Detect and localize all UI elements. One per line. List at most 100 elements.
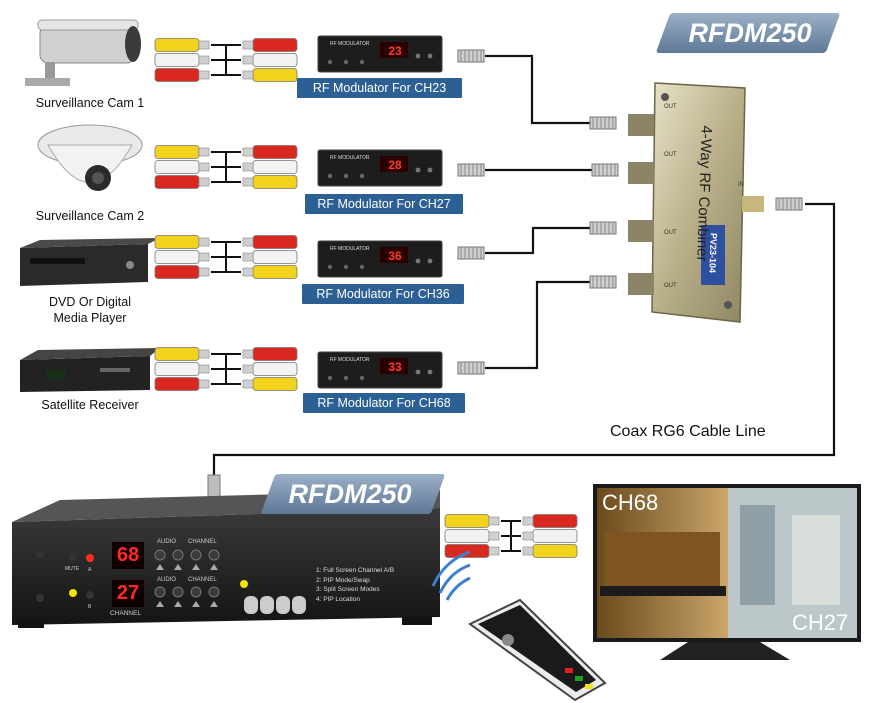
rca-plug-tip (242, 379, 254, 389)
coax-plug (457, 361, 485, 375)
rca-cable-to-tv (444, 514, 578, 558)
rca-plug-tip (488, 516, 500, 526)
receiver-arrow (192, 601, 200, 607)
coax-plug (457, 163, 485, 177)
receiver-arrow (174, 601, 182, 607)
coax-plug (457, 246, 485, 260)
receiver-button (208, 586, 220, 598)
modulator-label-ch27: RF Modulator For CH27 (305, 194, 463, 214)
receiver-button (154, 549, 166, 561)
rca-plug-tip (198, 237, 210, 247)
source-label-dvd: DVD Or Digital Media Player (49, 295, 131, 325)
modulator-label-ch23: RF Modulator For CH23 (297, 78, 462, 98)
modulator-display-panel (380, 42, 408, 58)
rca-plug (444, 529, 490, 543)
source-label-satellite: Satellite Receiver (41, 398, 139, 412)
badge-bottom: RFDM250 (288, 479, 412, 509)
receiver-arrow (174, 564, 182, 570)
rca-plug (444, 544, 490, 558)
receiver-display-b: 27 (116, 582, 140, 604)
modulator-button (415, 53, 421, 59)
rca-plug-tip (522, 531, 534, 541)
rca-plug-tip (198, 252, 210, 262)
rca-plug (154, 160, 200, 174)
satellite-receiver-icon (20, 348, 160, 392)
coax-lines (212, 54, 836, 475)
surveillance-cam-1-icon (25, 19, 141, 86)
receiver-button (172, 586, 184, 598)
receiver-arrow (210, 564, 218, 570)
rca-plug (444, 514, 490, 528)
receiver-audio-label-b: AUDIO (157, 577, 177, 583)
rca-plug (252, 38, 298, 52)
modulator-devices (317, 35, 443, 389)
rca-plug (154, 250, 200, 264)
receiver-button (154, 586, 166, 598)
rca-plug (252, 145, 298, 159)
rca-plug-tip (242, 237, 254, 247)
rca-plug-tip (522, 546, 534, 556)
receiver-mute-label: MUTE (65, 566, 80, 572)
modulator-knob (359, 264, 365, 270)
rca-plug-tip (198, 40, 210, 50)
rca-plug (154, 347, 200, 361)
receiver-menu-item-4: 4: PIP Location (316, 595, 360, 603)
rca-plug (532, 544, 578, 558)
modulator-knob (359, 173, 365, 179)
rca-plug-tip (522, 516, 534, 526)
modulator-label-ch68: RF Modulator For CH68 (303, 393, 465, 413)
rca-plug-tip (242, 147, 254, 157)
television-device (593, 484, 861, 660)
modulator-display-panel (380, 358, 408, 374)
modulator-display-1: 23 (388, 44, 402, 58)
rca-plug (252, 265, 298, 279)
modulator-button (427, 258, 433, 264)
rca-plug (154, 145, 200, 159)
remote-control-device (431, 550, 607, 702)
coax-plug (589, 116, 617, 130)
modulator-title-1: RF MODULATOR (330, 41, 370, 47)
combiner-port-out-3: OUT (664, 230, 677, 236)
rca-plug-tip (198, 364, 210, 374)
modulator-knob (327, 264, 333, 270)
receiver-arrow (156, 601, 164, 607)
rca-plug-tip (198, 147, 210, 157)
rca-plug-tip (242, 177, 254, 187)
receiver-input-b: B (88, 604, 92, 610)
rca-plug-tip (242, 55, 254, 65)
rca-plug (252, 53, 298, 67)
rca-plug-tip (198, 70, 210, 80)
rca-plug (252, 250, 298, 264)
rca-plug (154, 175, 200, 189)
rca-plug-tip (198, 379, 210, 389)
rca-plug (154, 38, 200, 52)
source-label-cam1: Surveillance Cam 1 (35, 96, 145, 110)
rca-plug (252, 377, 298, 391)
rca-plug (252, 160, 298, 174)
receiver-channel-group-b: CHANNEL (188, 577, 217, 583)
tv-right-channel: CH27 (792, 610, 849, 635)
combiner-port-out-2: OUT (664, 152, 677, 158)
source-label-cam2: Surveillance Cam 2 (35, 209, 145, 223)
receiver-button (190, 549, 202, 561)
coax-plug (775, 197, 803, 211)
modulator-display-panel (380, 156, 408, 172)
rca-plug (252, 235, 298, 249)
rca-plug-tip (198, 55, 210, 65)
rca-plug (532, 529, 578, 543)
receiver-arrow (192, 564, 200, 570)
receiver-menu-item-1: 1: Full Screen Channel A/B (316, 567, 395, 574)
rca-plug-tip (198, 349, 210, 359)
modulator-display-4: 33 (388, 360, 402, 374)
rca-plug-tip (242, 349, 254, 359)
receiver-channel-label: CHANNEL (110, 610, 142, 617)
receiver-menu: 1: Full Screen Channel A/B 2: PIP Mode/S… (316, 566, 394, 604)
modulator-knob (343, 264, 349, 270)
modulator-button (415, 167, 421, 173)
dvd-player-icon (20, 238, 160, 286)
rca-plug (154, 68, 200, 82)
modulator-knob (359, 59, 365, 65)
combiner-port-in: IN (738, 182, 744, 188)
